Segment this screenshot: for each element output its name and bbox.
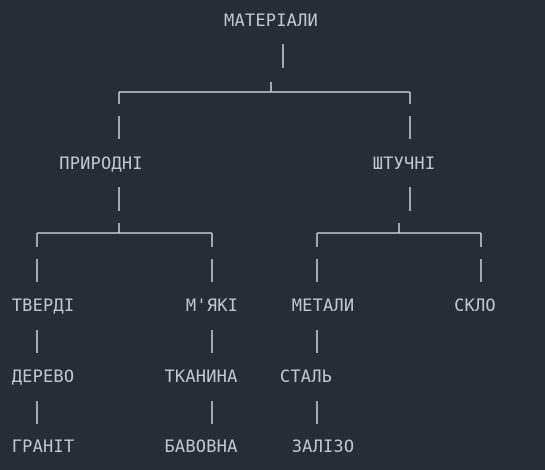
node-metals: МЕТАЛИ: [291, 296, 355, 316]
node-fabric: ТКАНИНА: [164, 367, 238, 387]
node-soft: М'ЯКІ: [185, 296, 239, 316]
node-root: МАТЕРІАЛИ: [224, 11, 318, 31]
node-cotton: БАВОВНА: [164, 437, 238, 457]
node-steel: СТАЛЬ: [279, 367, 333, 387]
node-solid: ТВЕРДІ: [11, 296, 75, 316]
node-wood: ДЕРЕВО: [11, 367, 75, 387]
node-iron: ЗАЛІЗО: [291, 437, 355, 457]
node-natural: ПРИРОДНІ: [59, 154, 143, 174]
node-granite: ГРАНІТ: [11, 437, 75, 457]
node-artificial: ШТУЧНІ: [372, 154, 436, 174]
node-glass: СКЛО: [454, 296, 496, 316]
